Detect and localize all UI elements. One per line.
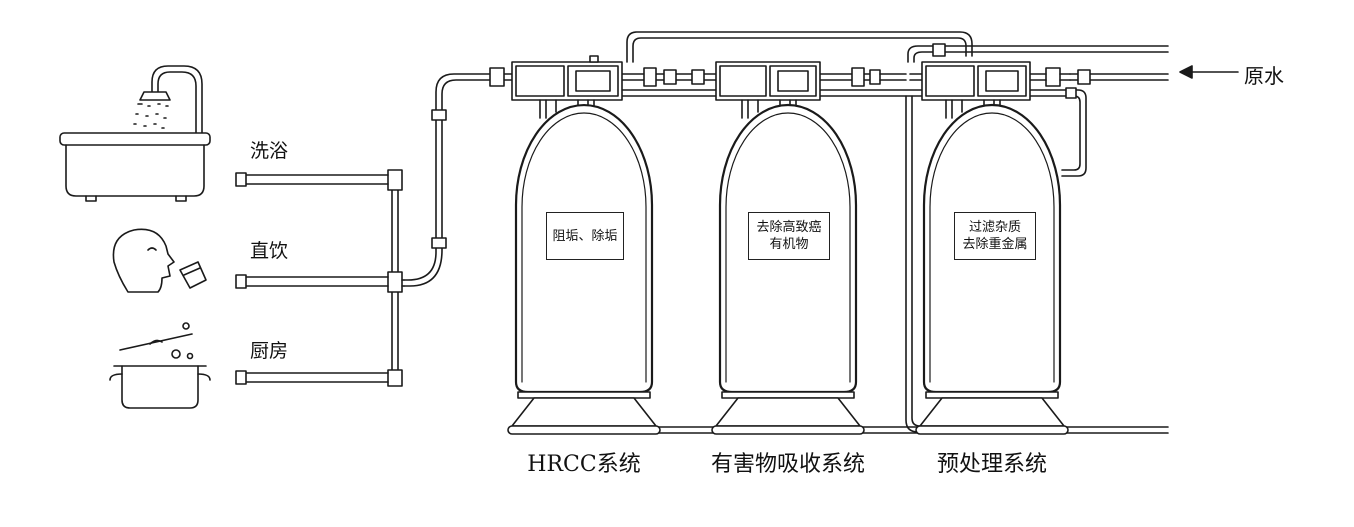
outlet-main-pipe [403, 67, 513, 287]
raw-water-label: 原水 [1244, 64, 1284, 88]
bypass-pipe-upper [626, 31, 973, 63]
tank-pre-plate-line-1: 过滤杂质 [968, 220, 1021, 235]
system-label-absorb: 有害物吸收系统 [710, 452, 865, 477]
control-head-pre [921, 61, 1031, 101]
outlet-manifold [387, 169, 403, 387]
control-head-absorb [715, 61, 821, 101]
tank-pre-plate-line-2: 去除重金属 [962, 237, 1028, 252]
tank-absorb-plate-line-2: 有机物 [769, 237, 809, 252]
pretreat-side-pipe [1029, 87, 1087, 177]
tank-hrcc-plate-line-1: 阻垢、除垢 [552, 228, 618, 244]
outlet-label-kitchen: 厨房 [250, 340, 289, 362]
tank-absorb-plate-line-1: 去除高致癌 [756, 220, 822, 235]
branch-pipes [235, 172, 405, 385]
control-head-hrcc [511, 55, 623, 101]
outlet-label-drink: 直饮 [250, 240, 289, 262]
cooking-pot-icon [109, 322, 211, 409]
bathtub-icon [59, 65, 211, 202]
outlet-label-bath: 洗浴 [250, 140, 289, 162]
tank-pre-plate: 过滤杂质 去除重金属 [954, 212, 1036, 260]
raw-water-arrow [1179, 65, 1239, 79]
drinking-head-icon [112, 228, 207, 293]
bypass-pipe-right [907, 43, 1169, 63]
system-label-hrcc: HRCC系统 [527, 452, 641, 477]
tank-absorb-plate: 去除高致癌 有机物 [748, 212, 830, 260]
system-label-pre: 预处理系统 [936, 452, 1047, 477]
tank-hrcc-plate: 阻垢、除垢 [546, 212, 624, 260]
